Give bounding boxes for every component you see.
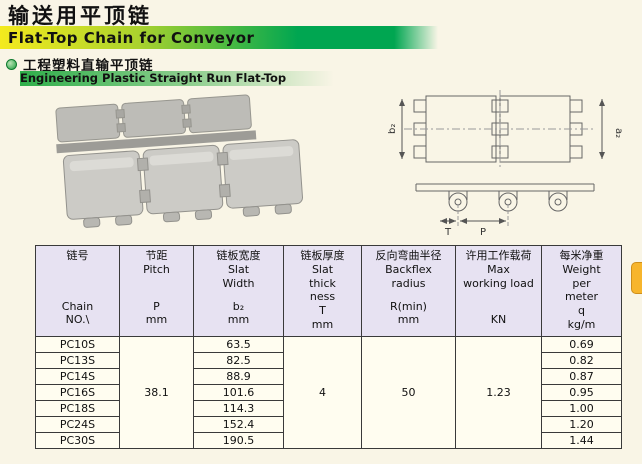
slat-width-cell: 114.3: [193, 400, 284, 417]
page-title-en: Flat-Top Chain for Conveyor: [8, 28, 255, 47]
slat-width-cell: 101.6: [193, 384, 284, 401]
chain-no-cell: PC13S: [35, 352, 120, 369]
section-title-cn: 工程塑料直输平顶链: [23, 58, 154, 74]
col-header-chain-no: 链号 Chain NO.\: [35, 245, 120, 337]
table-row: PC16S 101.6 0.95: [35, 384, 622, 401]
chain-no-cell: PC30S: [35, 432, 120, 449]
chain-no-cell: PC10S: [35, 336, 120, 353]
radius-cell: 50: [361, 336, 456, 449]
thickness-cell: 4: [283, 336, 362, 449]
plan-dimensions: [399, 99, 605, 159]
col-header-backflex-radius: 反向弯曲半径 Backflex radius R(min) mm: [361, 245, 456, 337]
table-row: PC18S 114.3 1.00: [35, 400, 622, 417]
table-row: PC14S 88.9 0.87: [35, 368, 622, 385]
section-header: 工程塑料直输平顶链: [6, 54, 154, 74]
table-row: PC30S 190.5 1.44: [35, 432, 622, 449]
chain-no-cell: PC16S: [35, 384, 120, 401]
header-bottom-label: b₂ mm: [227, 299, 250, 327]
weight-cell: 0.69: [541, 336, 622, 353]
weight-cell: 1.44: [541, 432, 622, 449]
dim-label-p: P: [480, 227, 486, 238]
plan-view: [404, 90, 594, 168]
dim-label-a2: a₂: [613, 128, 624, 138]
chain-no-cell: PC14S: [35, 368, 120, 385]
slat-width-cell: 88.9: [193, 368, 284, 385]
table-row: PC13S 82.5 0.82: [35, 352, 622, 369]
dim-label-b2: b₂: [388, 124, 398, 134]
weight-cell: 0.87: [541, 368, 622, 385]
chain-no-cell: PC18S: [35, 400, 120, 417]
pitch-cell: 38.1: [119, 336, 194, 449]
chain-no-cell: PC24S: [35, 416, 120, 433]
load-cell: 1.23: [455, 336, 542, 449]
header-bottom-label: KN: [490, 313, 507, 327]
slat-width-cell: 82.5: [193, 352, 284, 369]
weight-cell: 0.95: [541, 384, 622, 401]
slat-width-cell: 63.5: [193, 336, 284, 353]
header-bottom-label: P mm: [145, 299, 168, 327]
header-top-label: 许用工作载荷 Max working load: [463, 249, 534, 290]
table-row: PC24S 152.4 1.20: [35, 416, 622, 433]
table-row: PC10S 38.1 63.5 4 50 1.23 0.69: [35, 336, 622, 449]
weight-cell: 1.00: [541, 400, 622, 417]
header-top-label: 反向弯曲半径 Backflex radius: [375, 249, 442, 290]
page-title-cn: 输送用平顶链: [8, 4, 152, 28]
header-bottom-label: q kg/m: [567, 304, 596, 331]
technical-drawing: b₂ a₂ T P: [388, 90, 624, 238]
side-dimensions: [440, 204, 509, 226]
slat-width-cell: 152.4: [193, 416, 284, 433]
side-view: [415, 183, 595, 212]
weight-cell: 1.20: [541, 416, 622, 433]
col-header-slat-width: 链板宽度 Slat Width b₂ mm: [193, 245, 284, 337]
slat-width-cell: 190.5: [193, 432, 284, 449]
chain-front-row: [62, 139, 304, 228]
header-row: 链号 Chain NO.\ 节距 Pitch P mm 链板宽度 Slat Wi…: [35, 245, 622, 337]
header-top-label: 链板厚度 Slat thick ness: [300, 249, 345, 304]
header-top-label: 节距 Pitch: [143, 249, 170, 276]
chain-rear-row: [55, 94, 252, 143]
product-photo: [55, 94, 304, 228]
section-title-en: Engineering Plastic Straight Run Flat-To…: [20, 70, 287, 85]
weight-cell: 0.82: [541, 352, 622, 369]
section-gradient-bar: Engineering Plastic Straight Run Flat-To…: [20, 71, 334, 86]
col-header-working-load: 许用工作载荷 Max working load KN: [455, 245, 542, 337]
header-top-label: 链号: [66, 249, 89, 262]
col-header-pitch: 节距 Pitch P mm: [119, 245, 194, 337]
col-header-weight: 每米净重 Weight per meter q kg/m: [541, 245, 622, 337]
dim-label-t: T: [444, 227, 452, 238]
spec-table: 链号 Chain NO.\ 节距 Pitch P mm 链板宽度 Slat Wi…: [35, 245, 622, 449]
header-top-label: 链板宽度 Slat Width: [216, 249, 261, 290]
chain-shadow: [56, 130, 257, 154]
title-gradient-bar: Flat-Top Chain for Conveyor: [0, 26, 438, 49]
header-bottom-label: R(min) mm: [390, 299, 427, 327]
side-tab[interactable]: [631, 262, 642, 294]
col-header-slat-thickness: 链板厚度 Slat thick ness T mm: [283, 245, 362, 337]
header-top-label: 每米净重 Weight per meter: [559, 249, 604, 304]
header-bottom-label: T mm: [311, 304, 334, 331]
header-bottom-label: Chain NO.\: [61, 299, 94, 327]
bullet-icon: [6, 58, 17, 70]
